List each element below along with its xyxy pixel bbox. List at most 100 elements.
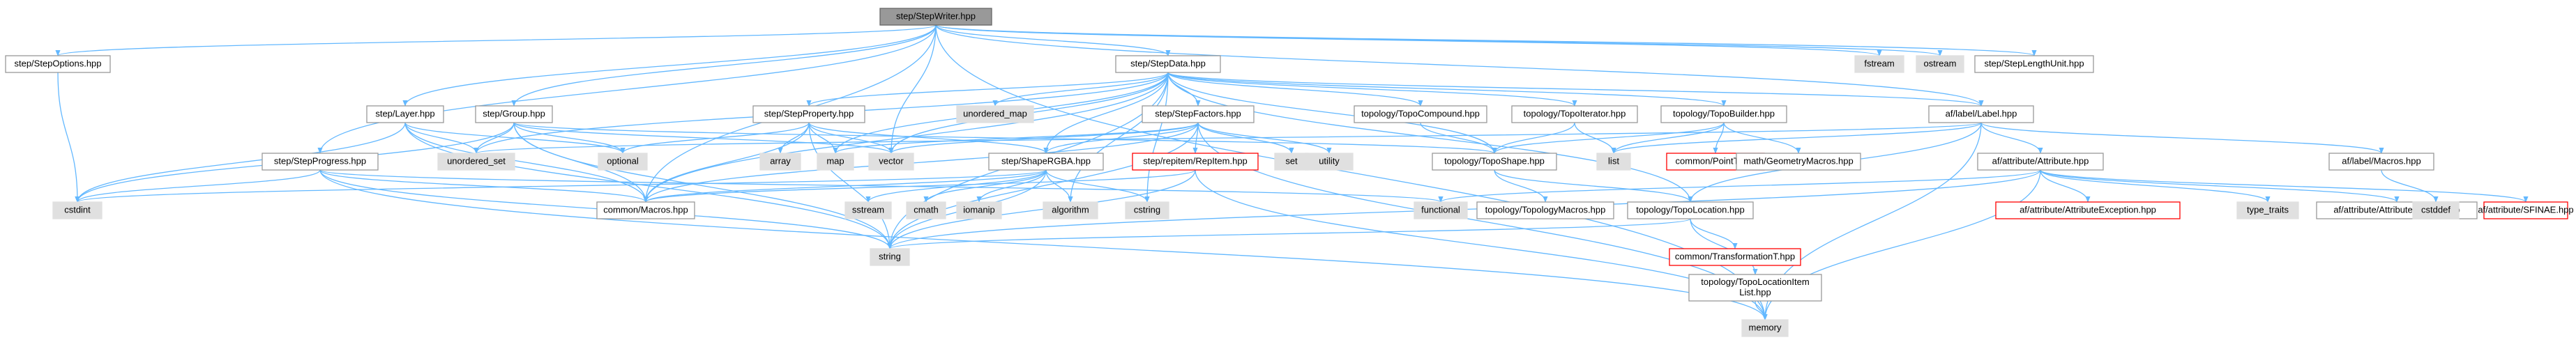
node-label: step/StepWriter.hpp [896,10,976,21]
node-cstdint[interactable]: cstdint [52,201,103,219]
edge-stepdata-to-topoiterator [1167,72,1577,107]
node-set[interactable]: set [1274,153,1309,171]
node-label: map [826,155,844,166]
node-utility[interactable]: utility [1305,153,1354,171]
node-unordered_map[interactable]: unordered_map [956,105,1034,123]
node-label: set [1285,155,1298,166]
node-box [1432,153,1557,171]
node-topobuilder[interactable]: topology/TopoBuilder.hpp [1660,105,1787,123]
edge-stepproperty-to-map [808,122,838,154]
node-ostream[interactable]: ostream [1916,55,1964,73]
node-sstream[interactable]: sstream [844,201,892,219]
node-unordered_set[interactable]: unordered_set [437,153,515,171]
node-label: step/StepData.hpp [1130,58,1206,68]
node-box [817,153,854,171]
node-label: common/Macros.hpp [603,204,688,215]
edge-stepwriter-to-stepdata [935,24,1171,56]
node-box [52,201,103,219]
node-label: common/TransformationT.hpp [1675,251,1795,261]
node-geometrymacros[interactable]: math/GeometryMacros.hpp [1736,153,1861,171]
node-label: topology/TopoCompound.hpp [1361,108,1480,118]
node-memory[interactable]: memory [1741,319,1789,337]
node-cmath[interactable]: cmath [906,201,946,219]
node-group[interactable]: step/Group.hpp [475,105,553,123]
node-label: list [1608,155,1619,166]
node-box [1142,105,1255,123]
node-box [1741,319,1789,337]
node-iomanip[interactable]: iomanip [956,201,1002,219]
node-box [988,153,1104,171]
node-vector[interactable]: vector [868,153,914,171]
node-stepoptions[interactable]: step/StepOptions.hpp [5,55,111,73]
node-layer[interactable]: step/Layer.hpp [366,105,444,123]
node-stepwriter[interactable]: step/StepWriter.hpp [879,8,992,26]
edge-attribute-to-attrmacros [2040,169,2400,203]
edge-attribute-to-attrexception [2040,169,2091,203]
edge-topolocation-to-string [887,218,1691,249]
node-sfinae[interactable]: af/attribute/SFINAE.hpp [2478,201,2574,219]
node-box [2236,201,2299,219]
edge-stepfactors-to-string [887,122,1199,249]
node-string[interactable]: string [870,248,910,266]
edge-stepdata-to-algorithm [1068,72,1169,203]
edge-stepdata-to-topomacros [1167,72,1497,154]
edge-stepdata-to-stepproperty [806,72,1169,107]
node-box [1928,105,2034,123]
node-array[interactable]: array [759,153,801,171]
node-box [956,201,1002,219]
node-fstream[interactable]: fstream [1854,55,1904,73]
edge-labelmacros-to-cstddef [2381,169,2439,203]
node-label[interactable]: af/label/Label.hpp [1928,105,2034,123]
edge-stepdata-to-topolocation [1167,72,1693,203]
node-box [1274,153,1309,171]
node-box [870,248,910,266]
node-label: step/StepLengthUnit.hpp [1984,58,2084,68]
node-attribute[interactable]: af/attribute/Attribute.hpp [1977,153,2104,171]
node-stepproperty[interactable]: step/StepProperty.hpp [752,105,865,123]
node-topolocation[interactable]: topology/TopoLocation.hpp [1627,201,1754,219]
node-stepdata[interactable]: step/StepData.hpp [1115,55,1221,73]
node-label: cstdint [64,204,91,215]
edge-shapergba-to-algorithm [1045,169,1073,203]
node-shapergba[interactable]: step/ShapeRGBA.hpp [988,153,1104,171]
node-steplengthunit[interactable]: step/StepLengthUnit.hpp [1974,55,2094,73]
edge-stepdata-to-unordered_map [992,72,1169,107]
node-box [2483,201,2568,219]
node-repitem[interactable]: step/repitem/RepItem.hpp [1132,153,1259,171]
node-topomacros[interactable]: topology/TopoShape.hpp [1432,153,1557,171]
edge-shapergba-to-iomanip [976,169,1047,203]
node-box [844,201,892,219]
node-labelmacros[interactable]: af/label/Macros.hpp [2328,153,2434,171]
node-topologymacros[interactable]: topology/TopologyMacros.hpp [1476,201,1614,219]
node-algorithm[interactable]: algorithm [1043,201,1098,219]
node-commonmacros[interactable]: common/Macros.hpp [596,201,695,219]
node-box [956,105,1034,123]
edge-stepwriter-to-stepprogress [317,24,937,154]
node-label: af/attribute/Attribute.hpp [1992,155,2089,166]
node-map[interactable]: map [817,153,854,171]
edge-topobuilder-to-pointt [1713,122,1725,154]
node-stepprogress[interactable]: step/StepProgress.hpp [262,153,379,171]
node-label: af/label/Label.hpp [1946,108,2017,118]
node-topoiterator[interactable]: topology/TopoIterator.hpp [1511,105,1638,123]
node-stepfactors[interactable]: step/StepFactors.hpp [1142,105,1255,123]
node-list[interactable]: list [1596,153,1631,171]
node-cstring[interactable]: cstring [1125,201,1169,219]
edge-stepprogress-to-cstdint [75,169,321,203]
node-label: common/PointT.hpp [1676,155,1756,166]
node-cstddef[interactable]: cstddef [2412,201,2460,219]
node-box [759,153,801,171]
node-transformationt[interactable]: common/TransformationT.hpp [1669,248,1801,266]
edge-stepproperty-to-shapergba [808,122,1049,154]
node-functional[interactable]: functional [1414,201,1468,219]
node-label: iomanip [963,204,995,215]
edge-stepwriter-to-label [935,24,1984,107]
node-label: memory [1749,322,1782,332]
node-label: cstddef [2421,204,2450,215]
node-optional[interactable]: optional [598,153,648,171]
node-type_traits[interactable]: type_traits [2236,201,2299,219]
edge-topocompound-to-topomacros [1420,122,1497,154]
node-topocompound[interactable]: topology/TopoCompound.hpp [1354,105,1487,123]
node-attrexception[interactable]: af/attribute/AttributeException.hpp [1995,201,2181,219]
